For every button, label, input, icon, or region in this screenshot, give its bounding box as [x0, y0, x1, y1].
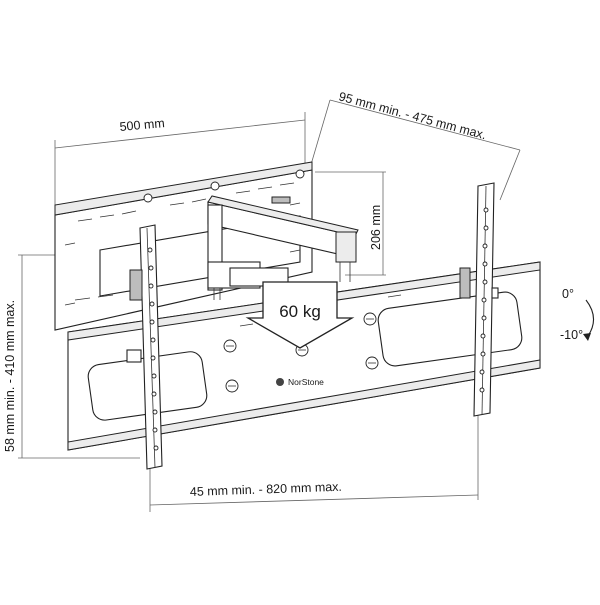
tilt-lower-label: -10° — [560, 328, 583, 342]
brand-name: NorStone — [288, 377, 324, 387]
arm-extension-label: 95 mm min. - 475 mm max. — [337, 89, 488, 142]
right-vertical-bracket — [459, 182, 499, 417]
vertical-hole-spacing-label: 58 mm min. - 410 mm max. — [3, 300, 17, 452]
load-capacity-label: 60 kg — [279, 302, 321, 321]
horizontal-hole-spacing-label: 45 mm min. - 820 mm max. — [190, 480, 343, 499]
brand-logo: NorStone — [276, 377, 324, 387]
left-vertical-bracket — [126, 224, 163, 470]
wall-plate-width-label: 500 mm — [119, 116, 165, 134]
wall-plate-slots — [74, 182, 295, 301]
norstone-logo-icon — [276, 378, 284, 386]
tilt-upper-label: 0° — [562, 287, 574, 301]
right-bracket-holes — [479, 207, 489, 393]
wall-plate-height-label: 206 mm — [369, 205, 383, 250]
dimension-lines — [18, 99, 521, 512]
down-arrow-icon — [245, 281, 355, 349]
left-bracket-holes — [147, 247, 159, 451]
articulating-arm — [207, 195, 359, 300]
curved-arrow-icon — [585, 299, 595, 337]
load-arrow: 60 kg — [245, 281, 355, 349]
tilt-indicator — [583, 299, 595, 341]
tv-mounting-bar — [67, 261, 541, 451]
